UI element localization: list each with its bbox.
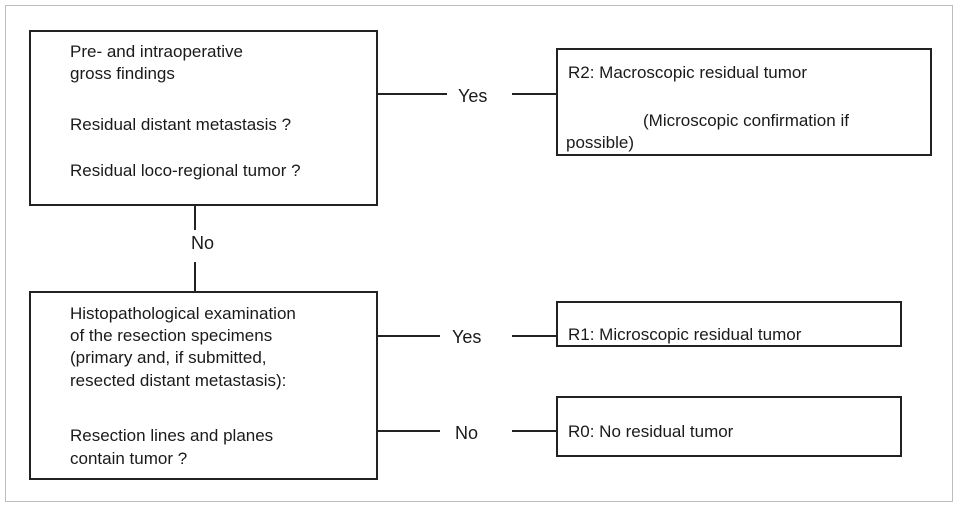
edge-no2-line-left — [378, 430, 440, 432]
decision2-line3: (primary and, if submitted, — [70, 348, 267, 367]
outcome-r1-title: R1: Microscopic residual tumor — [568, 325, 802, 344]
edge-no1-line-bottom — [194, 262, 196, 292]
edge-yes2-label: Yes — [452, 327, 482, 347]
decision1-question2: Residual loco-regional tumor ? — [70, 161, 301, 180]
edge-yes1-label: Yes — [458, 86, 488, 106]
outcome-box-r2 — [556, 48, 932, 156]
edge-yes1-line-left — [378, 93, 447, 95]
edge-no1-line-top — [194, 206, 196, 230]
decision-box-gross-findings — [29, 30, 378, 206]
edge-no2-label: No — [455, 423, 479, 443]
decision2-question1: Resection lines and planes — [70, 426, 274, 445]
outcome-r0-title: R0: No residual tumor — [568, 422, 734, 441]
edge-no2-line-right — [512, 430, 558, 432]
edge-yes2-line-left — [378, 335, 440, 337]
decision1-line2: gross findings — [70, 64, 175, 83]
decision2-question2: contain tumor ? — [70, 449, 188, 468]
decision1-line1: Pre- and intraoperative — [70, 42, 243, 61]
outcome-r2-title: R2: Macroscopic residual tumor — [568, 63, 808, 82]
edge-yes2-line-right — [512, 335, 558, 337]
decision2-line2: of the resection specimens — [70, 326, 273, 345]
outcome-r2-note1: (Microscopic confirmation if — [643, 111, 849, 130]
decision1-question1: Residual distant metastasis ? — [70, 115, 292, 134]
edge-yes1-line-right — [512, 93, 558, 95]
outcome-box-r1 — [556, 301, 902, 347]
outcome-box-r0 — [556, 396, 902, 457]
outcome-r2-note2: possible) — [566, 133, 635, 152]
edge-no1-label: No — [191, 233, 215, 253]
decision2-line1: Histopathological examination — [70, 304, 296, 323]
decision2-line4: resected distant metastasis): — [70, 371, 287, 390]
decision-box-histopathology — [29, 291, 378, 480]
